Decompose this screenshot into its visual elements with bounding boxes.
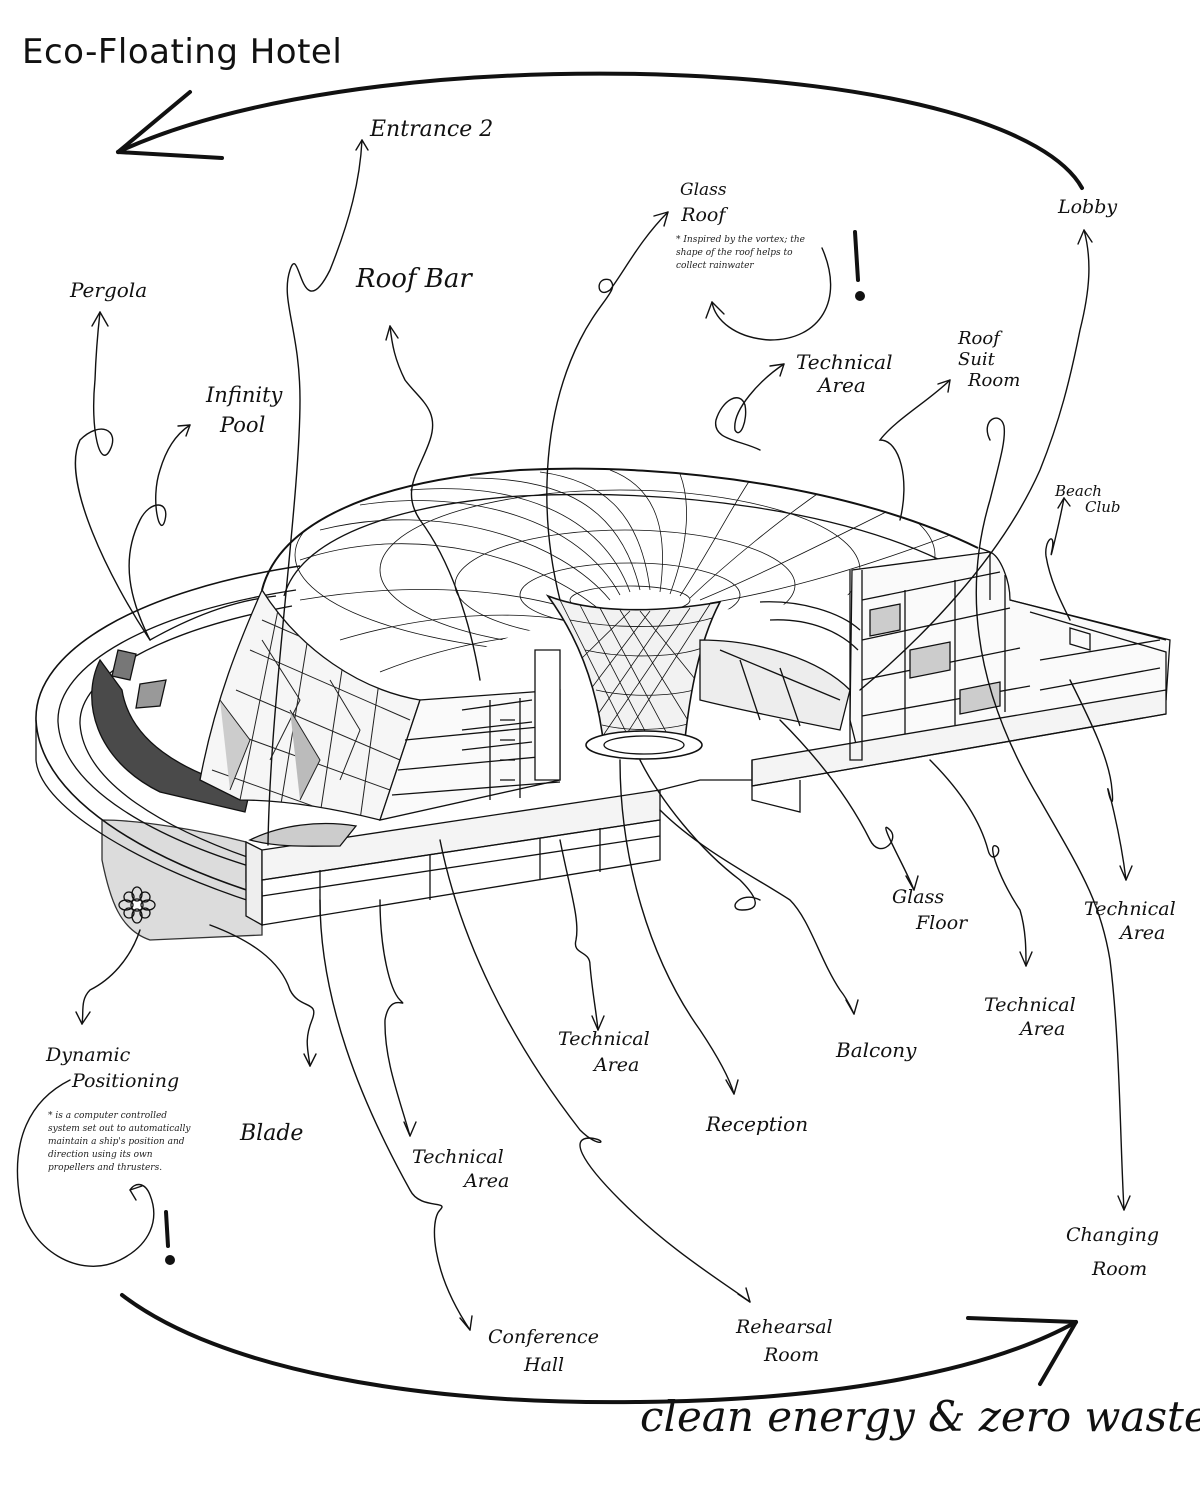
label-conference-hall: Conference Hall — [488, 1326, 599, 1376]
funnel-base — [585, 730, 703, 760]
hotel-building-sketch — [35, 467, 1171, 941]
dynamic-positioning-note: * is a computer controlled system set ou… — [48, 1111, 191, 1174]
label-changing-room: Changing Room — [1066, 1224, 1159, 1280]
label-blade: Blade — [240, 1121, 304, 1146]
hull-shadow — [101, 819, 263, 941]
label-infinity-pool: Infinity Pool — [206, 383, 283, 438]
label-dynamic-positioning: Dynamic Positioning — [46, 1044, 180, 1092]
label-rehearsal-room: Rehearsal Room — [736, 1316, 833, 1366]
label-glass-floor: Glass Floor — [892, 886, 968, 934]
page-title: Eco-Floating Hotel — [22, 32, 343, 72]
top-circulation-arrow — [116, 71, 1084, 190]
label-technical-area-mid-right: Technical Area — [984, 994, 1076, 1040]
label-roof-suit-room: Roof Suit Room — [958, 328, 1021, 391]
label-technical-area-left: Technical Area — [412, 1146, 510, 1192]
label-technical-area-center: Technical Area — [558, 1028, 650, 1076]
label-roof-bar: Roof Bar — [356, 264, 472, 294]
label-beach-club: Beach Club — [1055, 482, 1121, 516]
label-technical-area-right: Technical Area — [1084, 898, 1176, 944]
annotation-leaders — [16, 139, 1133, 1331]
label-lobby: Lobby — [1058, 196, 1118, 218]
glass-roof-note: * Inspired by the vortex; the shape of t… — [676, 235, 805, 272]
exclamation-icon-positioning — [164, 1210, 175, 1265]
exclamation-icon-roof — [853, 230, 865, 301]
bottom-circulation-arrow — [120, 1293, 1078, 1405]
label-entrance-2: Entrance 2 — [370, 117, 494, 142]
outer-deck-ring — [35, 565, 301, 896]
label-glass-roof: Glass Roof — [680, 180, 727, 226]
slogan-text: clean energy & zero waste ! — [640, 1392, 1200, 1441]
facade-wall — [199, 588, 421, 821]
roof-ring — [261, 467, 979, 591]
label-reception: Reception — [706, 1112, 809, 1136]
label-pergola: Pergola — [70, 278, 148, 302]
label-technical-area-top: Technical Area — [796, 350, 893, 397]
flower-icon — [118, 886, 156, 924]
roof-grid-lines — [294, 468, 951, 673]
label-balcony: Balcony — [836, 1038, 917, 1062]
